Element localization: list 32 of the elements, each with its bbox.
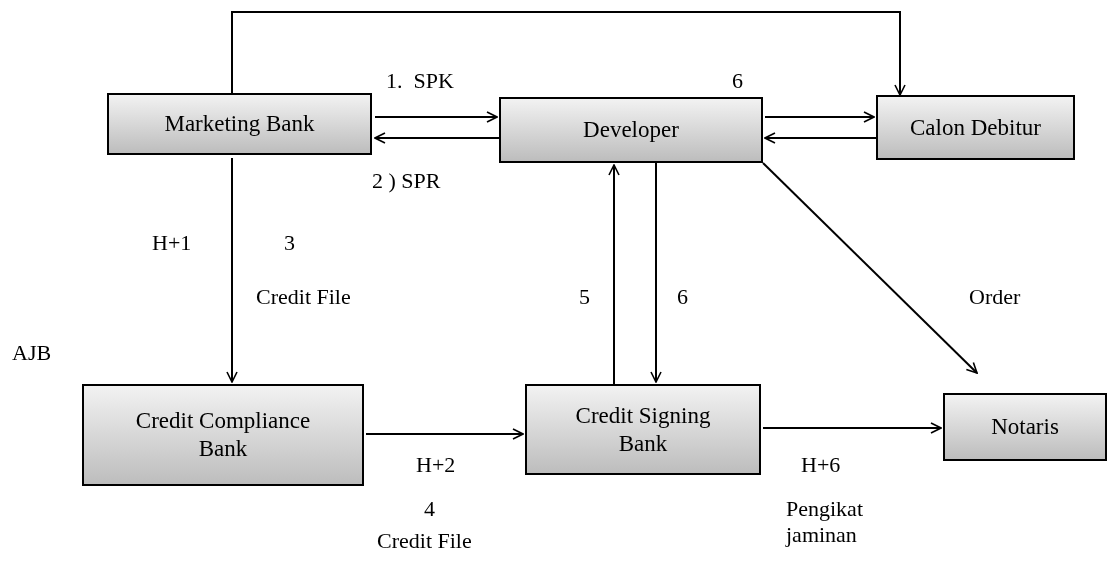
annotation-text: H+2 [416, 452, 456, 479]
annotation-text: 4 [424, 496, 435, 523]
annotation-text: 1. SPK [386, 68, 454, 95]
arrow [374, 132, 500, 144]
annotation-text: 6 [677, 284, 688, 311]
annotation-text: Pengikat jaminan [786, 496, 864, 549]
annotation-text: 2 ) SPR [372, 168, 441, 195]
arrow [762, 422, 942, 434]
annotation-text: Credit File [377, 528, 472, 555]
annotation-text: 5 [579, 284, 590, 311]
annotation-text: 3 [284, 230, 295, 257]
arrow [650, 162, 662, 383]
annotation-text: Credit File [256, 284, 351, 311]
arrow [226, 157, 238, 383]
arrow [231, 11, 906, 96]
arrow [762, 162, 978, 374]
arrow [764, 132, 877, 144]
process-box: Credit Signing Bank [525, 384, 761, 475]
arrow [608, 164, 620, 385]
arrow [365, 428, 524, 440]
annotation-text: AJB [12, 340, 52, 367]
process-box: Credit Compliance Bank [82, 384, 364, 486]
process-box: Marketing Bank [107, 93, 372, 155]
annotation-text: H+6 [801, 452, 841, 479]
arrow [374, 111, 498, 123]
process-box: Notaris [943, 393, 1107, 461]
annotation-text: Order [969, 284, 1021, 311]
process-box: Calon Debitur [876, 95, 1075, 160]
annotation-text: H+1 [152, 230, 192, 257]
process-box: Developer [499, 97, 763, 163]
arrow [764, 111, 875, 123]
annotation-text: 6 [732, 68, 743, 95]
